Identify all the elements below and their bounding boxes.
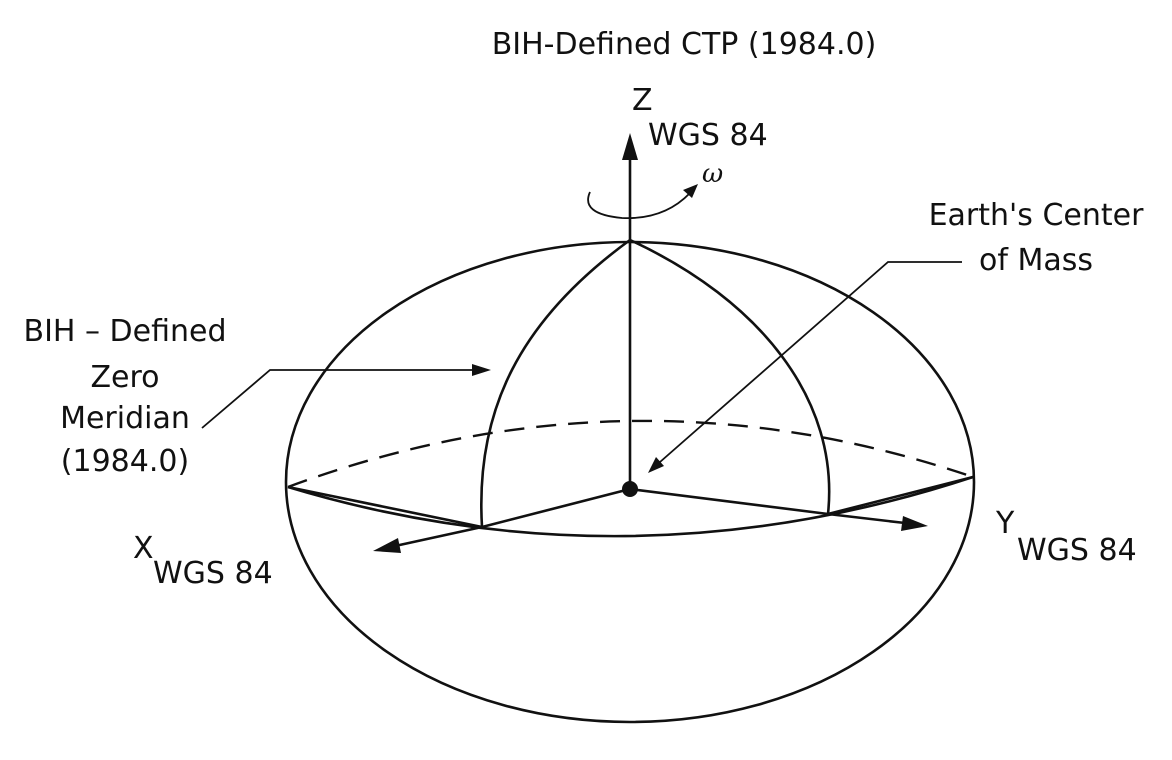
center-to-y-rim <box>629 487 829 516</box>
meridian-label-line1: BIH – Defined <box>23 314 226 349</box>
z-axis-label: Z <box>632 83 653 118</box>
right-rim-to-y <box>827 475 974 516</box>
meridian-leader-line <box>201 369 475 429</box>
center-to-x-rim <box>481 487 631 529</box>
x-axis-arrowhead <box>373 538 401 553</box>
center-label-line2: of Mass <box>979 243 1093 278</box>
meridian-label-line3: Meridian <box>60 401 190 436</box>
x-axis-sublabel: WGS 84 <box>153 556 273 591</box>
left-rim-to-x <box>287 485 483 529</box>
center-leader-arrowhead <box>648 457 664 473</box>
y-axis-sublabel: WGS 84 <box>1017 533 1137 568</box>
center-of-mass-dot <box>622 481 638 497</box>
rotation-arc <box>587 191 691 219</box>
meridian-label-line2: Zero <box>90 360 159 395</box>
rotation-arrowhead <box>683 184 698 198</box>
meridian-label-line4: (1984.0) <box>61 444 189 479</box>
omega-label: ω <box>702 159 723 189</box>
center-label-line1: Earth's Center <box>929 198 1145 233</box>
y-axis-arrowhead <box>901 516 928 531</box>
ctp-label: BIH-Defined CTP (1984.0) <box>492 27 877 62</box>
equator-front <box>287 475 974 538</box>
equator-back <box>287 419 974 489</box>
x-axis-label: X <box>133 531 154 566</box>
z-axis-arrowhead <box>622 133 638 160</box>
y-axis-label: Y <box>995 506 1015 541</box>
y-axis-line <box>827 512 906 525</box>
meridian-leader-arrowhead <box>472 364 491 376</box>
center-leader-line <box>659 261 962 463</box>
zero-meridian-arc <box>480 238 631 528</box>
y-meridian-arc <box>629 238 831 515</box>
z-axis-sublabel: WGS 84 <box>648 118 768 153</box>
x-axis-line <box>394 525 483 548</box>
